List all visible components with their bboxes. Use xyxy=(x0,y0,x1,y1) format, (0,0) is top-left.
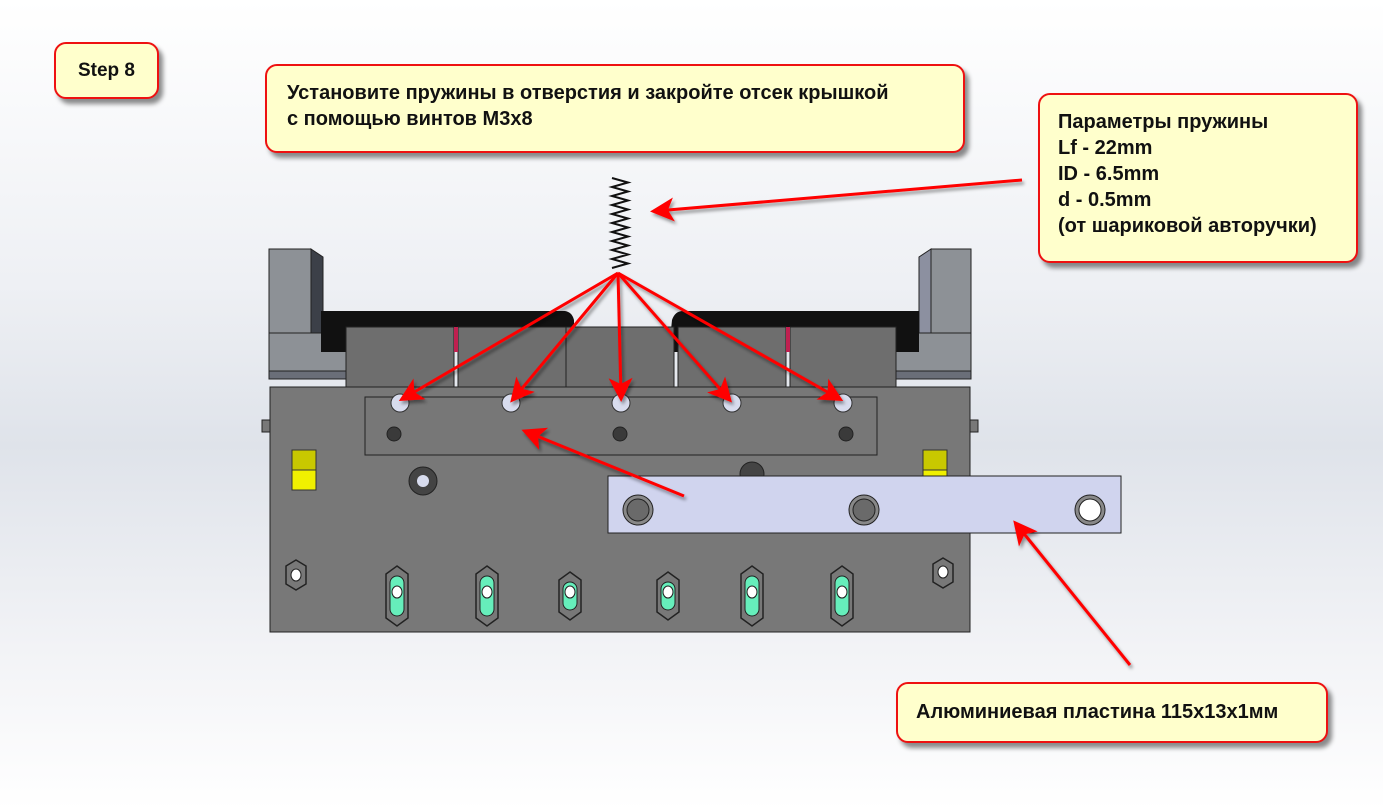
slot-hex xyxy=(385,565,409,627)
adjustment-slots xyxy=(385,565,854,627)
spring-hole xyxy=(611,393,631,413)
instruction-line-1: Установите пружины в отверстия и закройт… xyxy=(287,82,889,104)
param-id: ID - 6.5mm xyxy=(1058,163,1160,185)
spring-params-callout: Параметры пружины Lf - 22mm ID - 6.5mm d… xyxy=(1038,93,1358,263)
slot-hex xyxy=(475,565,499,627)
yellow-clip-left xyxy=(291,449,317,491)
param-d: d - 0.5mm xyxy=(1058,189,1152,211)
slot-pin xyxy=(662,585,674,599)
step-badge: Step 8 xyxy=(54,42,159,99)
param-lf: Lf - 22mm xyxy=(1058,137,1153,159)
left-bracket xyxy=(268,248,350,380)
spring-hole xyxy=(501,393,521,413)
step-label: Step 8 xyxy=(77,60,136,81)
param-source: (от шариковой авторучки) xyxy=(1058,215,1317,237)
instruction-callout: Установите пружины в отверстия и закройт… xyxy=(265,64,965,153)
slot-pin xyxy=(746,585,758,599)
slot-hex xyxy=(656,571,680,621)
slot-pin xyxy=(564,585,576,599)
instruction-line-2: с помощью винтов M3x8 xyxy=(287,108,533,130)
spring xyxy=(608,177,632,269)
yellow-clip-right xyxy=(922,449,948,479)
plate-callout: Алюминиевая пластина 115x13x1мм xyxy=(896,682,1328,743)
aluminum-plate xyxy=(607,475,1122,534)
slot-pin xyxy=(836,585,848,599)
arrows xyxy=(398,178,1132,666)
slot-pin xyxy=(481,585,493,599)
plate-label: Алюминиевая пластина 115x13x1мм xyxy=(916,701,1279,723)
screw-holes xyxy=(386,426,854,442)
slot-hex xyxy=(558,571,582,621)
slot-pin xyxy=(391,585,403,599)
slot-hex xyxy=(740,565,764,627)
bottom-features xyxy=(285,557,954,591)
slot-hex xyxy=(830,565,854,627)
params-title: Параметры пружины xyxy=(1058,111,1269,133)
